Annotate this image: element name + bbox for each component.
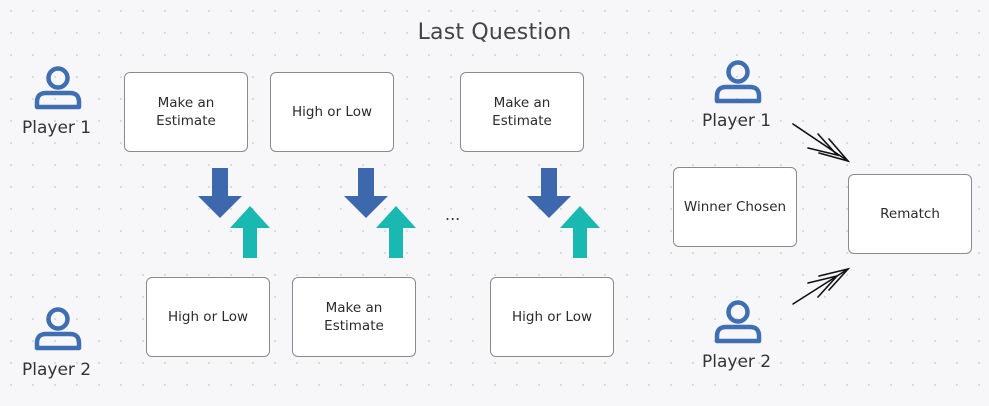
player2-user-icon — [34, 307, 82, 351]
top-step-3-box: Make an Estimate — [460, 72, 584, 152]
right-player1-label: Player 1 — [702, 111, 772, 131]
arrow-to-rematch-icon — [792, 123, 851, 163]
winner-chosen-box: Winner Chosen — [673, 167, 797, 247]
right-player2-label: Player 2 — [702, 352, 772, 372]
player1-label: Player 1 — [22, 118, 92, 138]
rematch-box: Rematch — [848, 174, 972, 254]
ellipsis: ... — [445, 205, 461, 224]
bottom-step-2-box: Make an Estimate — [292, 277, 416, 357]
top-step-2-box: High or Low — [270, 72, 394, 152]
arrow-up-icon — [376, 206, 416, 258]
diagram-title: Last Question — [417, 20, 572, 45]
bottom-step-1-box: High or Low — [146, 277, 270, 357]
arrow-down-icon — [344, 168, 388, 218]
arrow-up-icon — [560, 206, 600, 258]
arrow-down-icon — [527, 168, 571, 218]
arrow-down-icon — [198, 168, 242, 218]
right-player2-user-icon — [714, 300, 762, 344]
arrow-up-icon — [230, 206, 270, 258]
arrow-to-rematch-icon — [792, 267, 851, 305]
bottom-step-3-box: High or Low — [490, 277, 614, 357]
player2-label: Player 2 — [22, 360, 92, 380]
right-player1-user-icon — [714, 60, 762, 104]
player1-user-icon — [34, 66, 82, 110]
top-step-1-box: Make an Estimate — [124, 72, 248, 152]
